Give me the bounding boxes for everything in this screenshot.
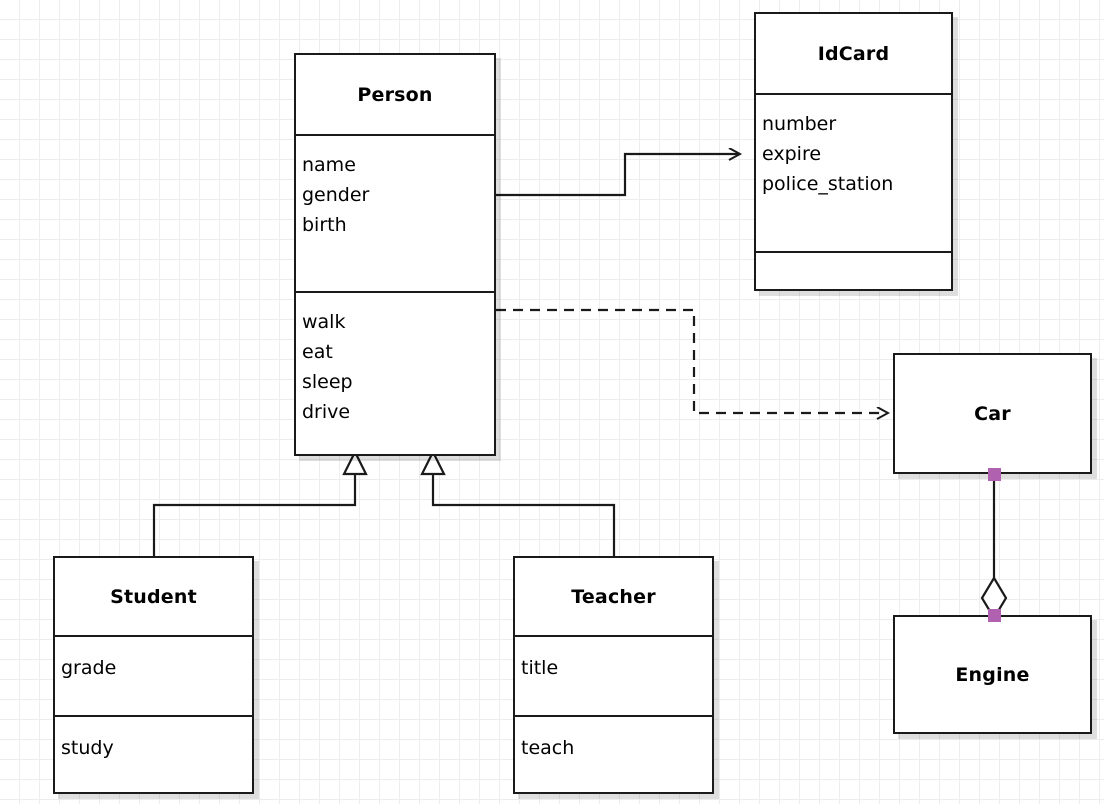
class-person-methods: walk eat sleep drive: [296, 291, 494, 454]
attribute-item: name: [302, 154, 356, 176]
method-item: eat: [302, 341, 333, 363]
class-idcard-title: IdCard: [756, 14, 951, 93]
method-item: sleep: [302, 371, 353, 393]
class-person-attributes: name gender birth: [296, 134, 494, 291]
method-item: walk: [302, 311, 346, 333]
class-teacher-attributes: title: [515, 635, 712, 715]
connector-handle-source[interactable]: [988, 468, 1001, 481]
class-student-title: Student: [55, 558, 252, 635]
class-teacher-methods: teach: [515, 715, 712, 796]
method-item: study: [61, 737, 114, 759]
attribute-item: police_station: [762, 173, 894, 195]
class-name-label: Engine: [955, 663, 1030, 686]
method-item: drive: [302, 401, 351, 423]
class-name-label: IdCard: [817, 42, 890, 65]
class-student-attributes: grade: [55, 635, 252, 715]
edge-person-car[interactable]: [496, 308, 888, 413]
class-name-label: Car: [974, 402, 1011, 425]
class-engine-title: Engine: [895, 617, 1090, 732]
class-person-title: Person: [296, 55, 494, 134]
class-teacher[interactable]: Teacher title teach: [513, 556, 714, 794]
edge-student-person[interactable]: [152, 449, 368, 556]
class-student-methods: study: [55, 715, 252, 796]
attribute-item: expire: [762, 143, 822, 165]
connector-handle-target[interactable]: [988, 609, 1001, 622]
class-idcard-methods: [756, 251, 951, 289]
class-engine[interactable]: Engine: [893, 615, 1092, 734]
class-student[interactable]: Student grade study: [53, 556, 254, 794]
class-name-label: Person: [357, 83, 433, 106]
class-idcard-attributes: number expire police_station: [756, 93, 951, 251]
attribute-item: grade: [61, 657, 117, 679]
class-idcard[interactable]: IdCard number expire police_station: [754, 12, 953, 291]
attribute-item: title: [521, 657, 559, 679]
class-name-label: Teacher: [571, 585, 656, 608]
edge-car-engine[interactable]: [980, 474, 1008, 621]
method-item: teach: [521, 737, 575, 759]
attribute-item: birth: [302, 214, 347, 236]
edge-teacher-person[interactable]: [420, 449, 616, 556]
attribute-item: gender: [302, 184, 370, 206]
class-name-label: Student: [110, 585, 197, 608]
class-person[interactable]: Person name gender birth walk eat sleep …: [294, 53, 496, 456]
class-car[interactable]: Car: [893, 353, 1092, 474]
edge-person-idcard[interactable]: [496, 154, 740, 197]
class-car-title: Car: [895, 355, 1090, 472]
attribute-item: number: [762, 113, 837, 135]
class-teacher-title: Teacher: [515, 558, 712, 635]
